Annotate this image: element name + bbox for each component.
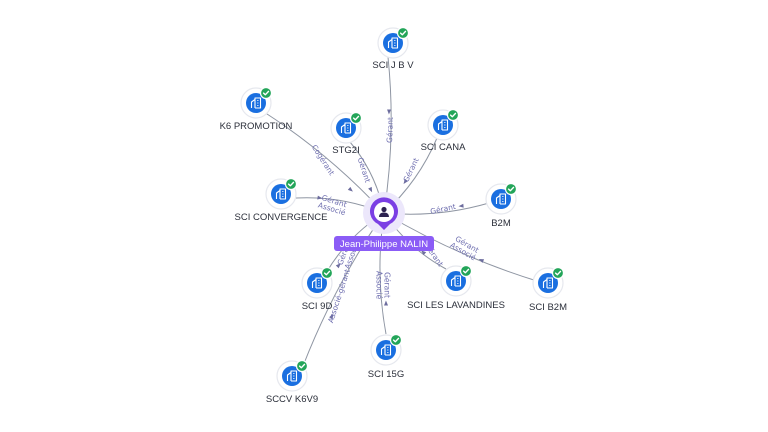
check-badge-icon [295, 359, 309, 373]
person-node[interactable]: Jean-Philippe NALIN [334, 192, 434, 251]
company-name[interactable]: SCI LES LAVANDINES [407, 300, 505, 311]
edge-role-label: Associé [375, 271, 384, 300]
edge-role-label: Gérant [356, 156, 373, 183]
edge-role-label: Gérant [429, 202, 456, 216]
building-icon [542, 277, 554, 289]
company-node-b2m[interactable] [485, 182, 518, 215]
edge-arrow-sci-cana [403, 178, 409, 185]
building-icon [387, 37, 399, 49]
building-icon [450, 275, 462, 287]
check-badge-icon [349, 111, 363, 125]
company-node-sci-9d[interactable] [301, 266, 334, 299]
edge-role-label: Gérant [385, 117, 395, 143]
company-node-sci-15g[interactable] [370, 333, 403, 366]
company-name[interactable]: STG2I [332, 145, 359, 156]
company-node-sci-cana[interactable] [427, 108, 460, 141]
edge-labels-sci-cana: Gérant [401, 156, 420, 183]
building-icon [340, 122, 352, 134]
edge-arrow-stg2i [368, 186, 373, 193]
edge-arrow-sci-15g [384, 300, 389, 306]
company-name[interactable]: SCI J B V [372, 60, 414, 71]
edge-role-label: Gérant [401, 156, 420, 183]
edge-arrow-sccv-k6v9 [329, 313, 334, 320]
company-node-stg2i[interactable] [330, 111, 363, 144]
company-nodes: SCI J B V K6 PROMOTION STG2I SCI CANA SCI CO… [220, 26, 567, 405]
edge-arrow-sci-convergence [317, 195, 323, 200]
edge-arrow-b2m [458, 203, 464, 208]
edge-arrow-k6-promotion [347, 186, 353, 192]
check-badge-icon [459, 264, 473, 278]
check-badge-icon [389, 333, 403, 347]
company-node-sci-jbv[interactable] [377, 26, 410, 59]
company-node-sci-convergence[interactable] [265, 177, 298, 210]
building-icon [250, 97, 262, 109]
company-name[interactable]: SCI 9D [302, 301, 333, 312]
company-node-k6-promotion[interactable] [240, 86, 273, 119]
company-node-sci-les-lavandines[interactable] [440, 264, 473, 297]
edge-arrow-sci-b2m [478, 258, 485, 263]
company-name[interactable]: SCI CANA [421, 142, 467, 153]
company-node-sccv-k6v9[interactable] [276, 359, 309, 392]
check-badge-icon [551, 266, 565, 280]
company-name[interactable]: K6 PROMOTION [220, 121, 293, 132]
edge-labels-stg2i: Gérant [356, 156, 373, 183]
company-name[interactable]: SCI CONVERGENCE [235, 212, 328, 223]
building-icon [275, 188, 287, 200]
person-icon [379, 206, 389, 217]
person-name: Jean-Philippe NALIN [340, 239, 428, 250]
check-badge-icon [504, 182, 518, 196]
building-icon [311, 277, 323, 289]
edge-labels-b2m: Gérant [429, 202, 456, 216]
building-icon [437, 119, 449, 131]
company-name[interactable]: SCI B2M [529, 302, 567, 313]
check-badge-icon [259, 86, 273, 100]
edge-arrow-sci-les-lavandines [421, 250, 427, 256]
check-badge-icon [320, 266, 334, 280]
building-icon [495, 193, 507, 205]
edge-labels-sci-jbv: Gérant [385, 117, 395, 143]
check-badge-icon [396, 26, 410, 40]
edge-role-label: Gérant [383, 272, 392, 298]
company-node-sci-b2m[interactable] [532, 266, 565, 299]
company-name[interactable]: B2M [491, 218, 511, 229]
building-icon [286, 370, 298, 382]
edge-arrow-sci-jbv [387, 109, 392, 115]
check-badge-icon [284, 177, 298, 191]
company-name[interactable]: SCI 15G [368, 369, 404, 380]
edge-arrow-sci-9d [335, 263, 341, 269]
company-name[interactable]: SCCV K6V9 [266, 394, 318, 405]
building-icon [380, 344, 392, 356]
check-badge-icon [446, 108, 460, 122]
person-name-badge [334, 236, 434, 251]
